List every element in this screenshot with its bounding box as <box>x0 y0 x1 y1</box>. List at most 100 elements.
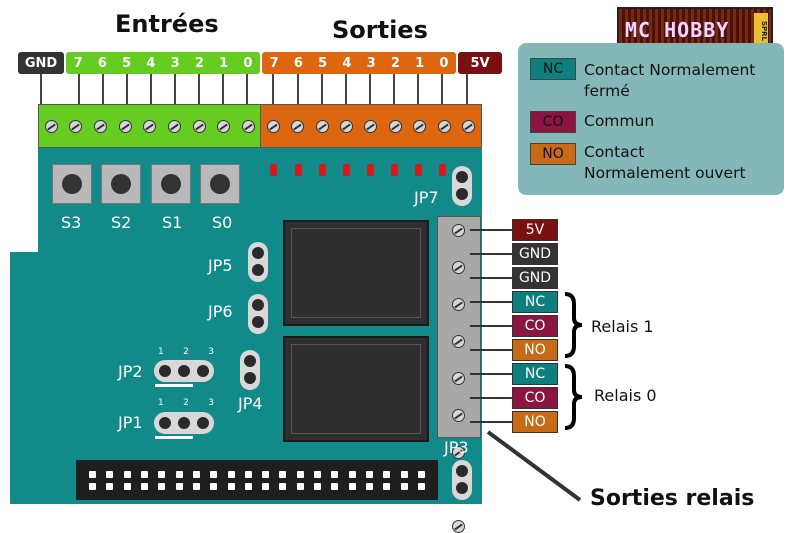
output-pin-1: 1 <box>415 55 425 71</box>
push-button-s1[interactable] <box>151 164 191 204</box>
header-pin <box>210 482 218 490</box>
led-1 <box>415 164 422 176</box>
header-pin <box>244 470 252 478</box>
screw-icon <box>143 119 157 133</box>
output-pin-4: 4 <box>342 55 352 71</box>
lead-gnd-1 <box>470 253 512 255</box>
header-pin <box>314 470 322 478</box>
legend-tag-no: NO <box>530 143 576 165</box>
screw-icon <box>192 119 206 133</box>
screw-icon <box>168 119 182 133</box>
lead-no-1 <box>470 349 512 351</box>
jumper-jp3-pins[interactable] <box>452 460 472 500</box>
label-jp6: JP6 <box>208 302 233 321</box>
relay-terminal-block <box>437 216 481 533</box>
header-pin <box>417 470 425 478</box>
output-terminal-strip <box>260 104 482 148</box>
header-pin <box>192 470 200 478</box>
screw-icon <box>217 119 231 133</box>
screw-icon <box>291 119 305 133</box>
lead-nc-0 <box>470 373 512 375</box>
terminal-tag-nc: NC <box>512 291 558 313</box>
push-button-s0[interactable] <box>200 164 240 204</box>
header-pin <box>331 470 339 478</box>
output-pin-2: 2 <box>390 55 400 71</box>
jp1-pin-number-3: 3 <box>208 398 214 408</box>
outputs-header: 7 6 5 4 3 2 1 0 <box>262 52 456 74</box>
terminal-tag-5v: 5V <box>512 219 558 241</box>
push-button-s3[interactable] <box>52 164 92 204</box>
relay-outputs-caption: Sorties relais <box>590 486 755 511</box>
led-2 <box>391 164 398 176</box>
led-4 <box>343 164 350 176</box>
header-pin <box>279 470 287 478</box>
label-jp2: JP2 <box>118 362 143 381</box>
input-pin-2: 2 <box>194 55 204 71</box>
header-pin <box>365 482 373 490</box>
jumper-jp7[interactable] <box>452 166 472 206</box>
header-pin <box>123 470 131 478</box>
header-pin <box>123 482 131 490</box>
header-pin <box>296 482 304 490</box>
lead-no-0 <box>470 421 512 423</box>
jumper-jp4[interactable] <box>240 350 260 390</box>
jumper-jp6[interactable] <box>248 294 268 334</box>
label-jp7: JP7 <box>414 188 439 207</box>
relay-0-label: Relais 0 <box>594 386 657 405</box>
header-pin <box>383 470 391 478</box>
screw-icon <box>364 119 378 133</box>
header-pin <box>383 482 391 490</box>
header-pin <box>244 482 252 490</box>
jumper-jp1[interactable] <box>154 412 214 434</box>
relay-1 <box>283 220 429 326</box>
screw-icon <box>44 119 58 133</box>
jumper-jp5[interactable] <box>248 242 268 282</box>
screw-icon <box>452 520 465 533</box>
header-pin <box>141 482 149 490</box>
legend-text-co: Commun <box>584 112 655 130</box>
header-pin <box>89 470 97 478</box>
input-pin-4: 4 <box>146 55 156 71</box>
legend-text-nc: Contact Normalement fermé <box>584 60 755 102</box>
jp2-bridge <box>155 384 193 387</box>
led-6 <box>295 164 302 176</box>
led-0 <box>439 164 446 176</box>
push-button-s2[interactable] <box>101 164 141 204</box>
header-pin <box>158 482 166 490</box>
jp2-pin-number-1: 1 <box>158 347 164 357</box>
header-pin <box>296 470 304 478</box>
relay-0-brace <box>564 364 583 430</box>
lead-co-1 <box>470 325 512 327</box>
header-pin <box>262 482 270 490</box>
relay-1-brace <box>564 292 583 358</box>
screw-icon <box>452 261 465 274</box>
output-pin-0: 0 <box>439 55 449 71</box>
jp2-pin-number-3: 3 <box>208 347 214 357</box>
header-pin <box>400 470 408 478</box>
screw-icon <box>118 119 132 133</box>
label-s1: S1 <box>162 213 183 232</box>
header-pin <box>227 482 235 490</box>
legend-nc-line1: Contact Normalement <box>584 61 756 79</box>
header-pin <box>106 482 114 490</box>
inputs-header: 7 6 5 4 3 2 1 0 <box>66 52 260 74</box>
legend-text-no: Contact Normalement ouvert <box>584 142 746 184</box>
terminal-tag-nc: NC <box>512 363 558 385</box>
legend-tag-nc: NC <box>530 58 576 80</box>
lead-gnd-2 <box>470 277 512 279</box>
terminal-tag-co: CO <box>512 387 558 409</box>
header-pin <box>141 470 149 478</box>
label-jp5: JP5 <box>208 256 233 275</box>
header-pin <box>279 482 287 490</box>
lead-5v <box>470 229 512 231</box>
jumper-jp2[interactable] <box>154 360 214 382</box>
jp1-pin-number-2: 2 <box>183 398 189 408</box>
screw-icon <box>452 335 465 348</box>
header-pin <box>417 482 425 490</box>
5v-header-label: 5V <box>458 52 502 74</box>
legend-no-line1: Contact <box>584 143 645 161</box>
jp2-pin-number-2: 2 <box>183 347 189 357</box>
header-pin <box>331 482 339 490</box>
screw-icon <box>340 119 354 133</box>
output-pin-5: 5 <box>318 55 328 71</box>
